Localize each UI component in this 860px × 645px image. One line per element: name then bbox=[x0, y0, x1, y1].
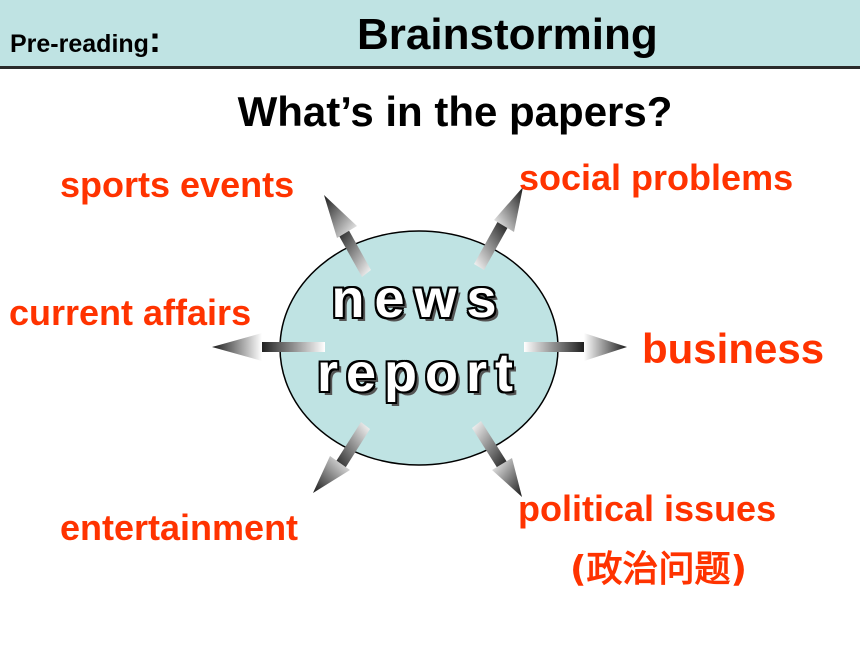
arrow-to-social-problems bbox=[474, 187, 523, 270]
arrow-to-current-affairs bbox=[212, 333, 325, 361]
topic-political-issues-chinese: (政治问题) bbox=[570, 549, 747, 590]
topic-political-issues: political issues bbox=[518, 488, 777, 529]
slide-title: Brainstorming bbox=[357, 10, 658, 59]
arrow-to-business bbox=[524, 333, 627, 361]
header-bar bbox=[0, 0, 860, 66]
center-label-news: news bbox=[331, 269, 507, 329]
topic-current-affairs: current affairs bbox=[9, 292, 252, 333]
arrow-to-sports-events bbox=[324, 195, 371, 277]
arrow-to-political-issues bbox=[472, 421, 522, 497]
topic-social-problems: social problems bbox=[519, 157, 794, 198]
topic-business: business bbox=[642, 325, 825, 372]
arrow-to-entertainment bbox=[313, 422, 370, 493]
question-heading: What’s in the papers? bbox=[237, 88, 673, 135]
pre-reading-text: Pre-reading bbox=[10, 30, 149, 58]
center-label-report: report bbox=[316, 343, 521, 403]
pre-reading-label: Pre-reading: bbox=[10, 22, 161, 59]
pre-reading-colon: : bbox=[148, 19, 161, 60]
header-divider bbox=[0, 66, 860, 69]
topic-sports-events: sports events bbox=[60, 164, 295, 205]
topic-entertainment: entertainment bbox=[60, 507, 299, 548]
